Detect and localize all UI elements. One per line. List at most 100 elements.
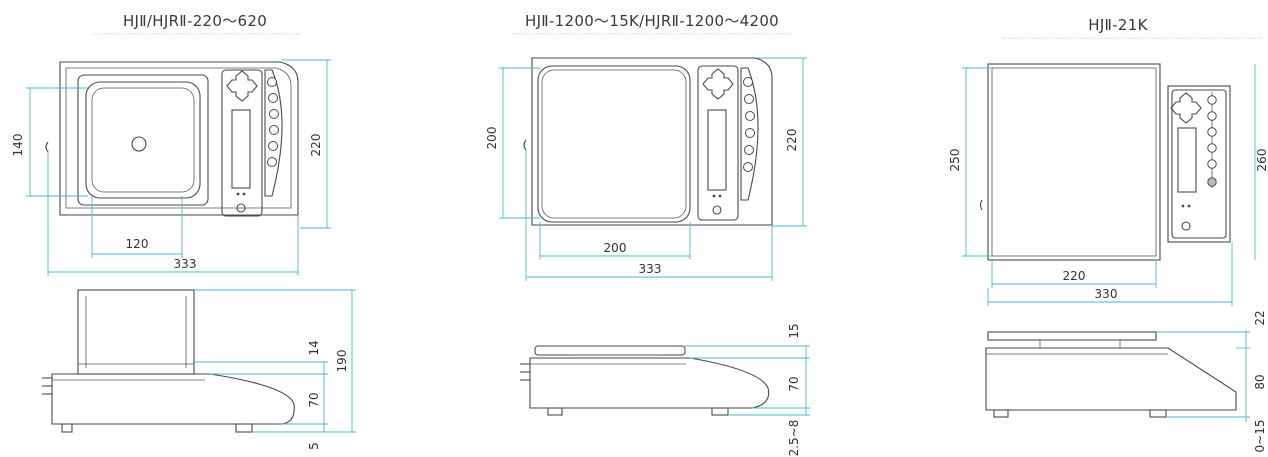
pan-inner (541, 69, 687, 219)
dim-width: 330 (1095, 287, 1118, 301)
foot (993, 409, 1009, 418)
model-3-drawings: HJⅡ-21K 250 26 (948, 16, 1268, 452)
dim-draft-shield: 14 (307, 340, 321, 355)
model-1-drawings: HJⅡ/HJRⅡ-220～620 (11, 12, 356, 450)
dim-depth: 220 (785, 129, 799, 152)
dim-pan-width: 220 (1063, 269, 1086, 283)
pan-side (534, 345, 686, 356)
dim-width: 333 (174, 257, 197, 271)
model-3-side-view: 22 80 0~15 (985, 310, 1267, 452)
display-window (231, 109, 251, 189)
scale-body-side (529, 357, 770, 409)
key-button (743, 162, 753, 172)
key-button (1207, 127, 1217, 137)
indicator-dot (236, 192, 240, 196)
key-strip (264, 69, 283, 197)
key-button (1207, 95, 1217, 105)
arrow-pad-icon (226, 70, 258, 102)
indicator-dot (712, 194, 716, 198)
key-button (1207, 177, 1217, 187)
dim-body-height: 70 (307, 392, 321, 407)
control-panel (1171, 89, 1227, 239)
foot (1149, 409, 1167, 418)
dim-body-height: 70 (787, 376, 801, 391)
model-1-top-view: 140 220 120 333 (11, 59, 331, 276)
model-3-top-view: 250 260 220 330 (948, 63, 1268, 306)
weighing-pan (987, 63, 1161, 261)
scale-body-side (51, 373, 295, 425)
dim-foot: 5 (307, 442, 321, 450)
foot (711, 407, 729, 416)
key-button (1207, 111, 1217, 121)
key-button (744, 145, 754, 155)
dim-foot: 2.5~8 (787, 420, 801, 457)
key-button (268, 93, 278, 103)
draft-shield-frame (77, 74, 209, 206)
indicator-dot (718, 194, 722, 198)
dim-pan-height: 15 (787, 323, 801, 338)
scale-body-inner (65, 67, 292, 209)
pan-inner (91, 87, 195, 193)
model-2-side-view: 15 70 2.5~8 (520, 323, 810, 456)
dim-depth: 220 (309, 134, 323, 157)
dim-pan-depth: 140 (11, 134, 25, 157)
key-button (745, 128, 755, 138)
weighing-pan (85, 81, 201, 199)
arrow-pad-icon (1170, 92, 1202, 124)
side-latch (523, 139, 527, 151)
pan-support (1039, 339, 1121, 349)
foot (235, 423, 253, 433)
control-panel (221, 69, 263, 217)
dim-pan-width: 120 (126, 237, 149, 251)
key-button (269, 109, 279, 119)
draft-shield-side (77, 289, 195, 375)
side-latch (45, 141, 49, 153)
dim-pan-height: 22 (1253, 310, 1267, 325)
foot (547, 407, 563, 416)
key-button (743, 77, 753, 87)
dim-body-height: 80 (1253, 374, 1267, 389)
key-button (268, 141, 278, 151)
power-button-icon (236, 203, 246, 213)
indicator-dot (1181, 204, 1185, 208)
key-button (745, 111, 755, 121)
control-panel (697, 65, 739, 221)
model-2-top-view: 200 220 200 333 (485, 57, 807, 281)
dim-width: 333 (639, 262, 662, 276)
key-button (267, 157, 277, 167)
scale-body-outline (59, 61, 299, 216)
model-3-title: HJⅡ-21K (1088, 16, 1148, 34)
side-latch (979, 199, 983, 211)
pan-inner (991, 67, 1157, 257)
key-button (267, 77, 277, 87)
power-button-icon (712, 205, 722, 215)
indicator-dot (1187, 204, 1191, 208)
key-strip (740, 67, 759, 201)
key-button (1207, 159, 1217, 169)
indicator-dot (242, 192, 246, 196)
dim-pan-width: 200 (604, 241, 627, 255)
model-2-drawings: HJⅡ-1200～15K/HJRⅡ-1200～4200 200 (485, 12, 810, 456)
dim-total-height-label: 190 (335, 350, 349, 373)
dim-pan-depth: 250 (948, 149, 962, 172)
dim-depth: 260 (1255, 149, 1268, 172)
display-window (1177, 127, 1197, 193)
weighing-pan (537, 65, 691, 223)
model-2-title: HJⅡ-1200～15K/HJRⅡ-1200～4200 (525, 12, 779, 30)
model-1-side-view: HJⅡ-1200～15K/HJRⅡ-1200～4200 190 14 70 5 (42, 289, 356, 450)
control-unit (1167, 85, 1231, 243)
model-1-title: HJⅡ/HJRⅡ-220～620 (123, 12, 267, 30)
scale-body-side (985, 347, 1237, 411)
scale-body-outline (531, 57, 773, 226)
key-button (269, 125, 279, 135)
pan-center (131, 136, 147, 152)
pan-side (987, 331, 1157, 341)
foot (61, 423, 73, 433)
dim-pan-depth: 200 (485, 127, 499, 150)
power-button-icon (1181, 221, 1191, 231)
arrow-pad-icon (702, 68, 734, 100)
display-window (707, 109, 727, 191)
key-button (1207, 143, 1217, 153)
key-button (744, 94, 754, 104)
